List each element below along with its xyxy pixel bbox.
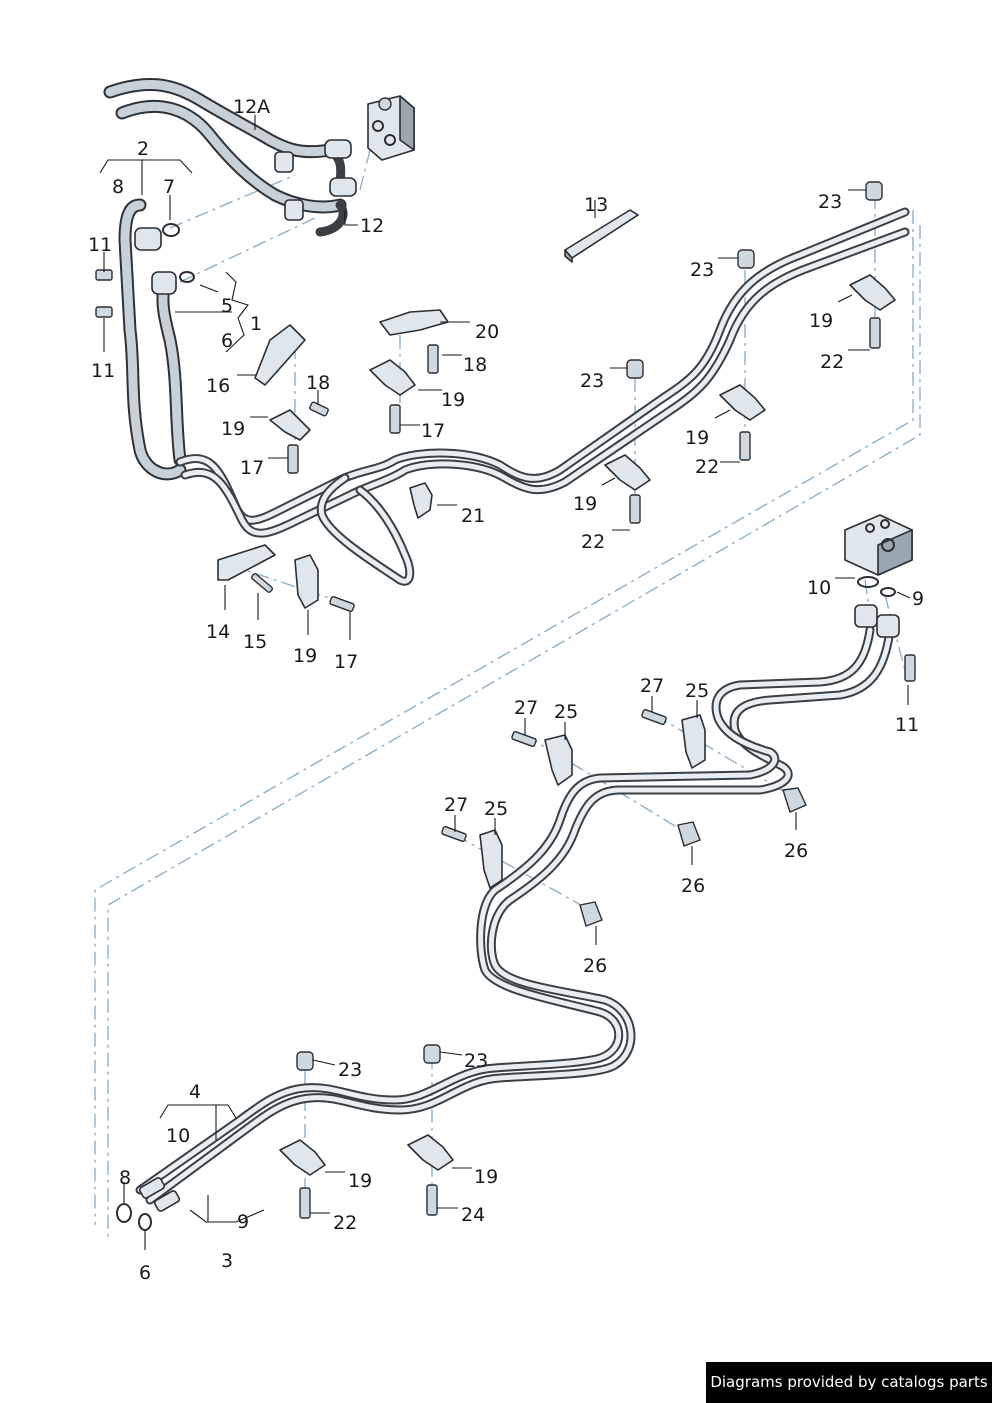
hose-12A	[103, 77, 348, 237]
callout-19-a: 19	[221, 418, 245, 440]
callout-19-g: 19	[348, 1170, 372, 1192]
callout-23-d: 23	[338, 1059, 362, 1081]
callout-17-a: 17	[240, 457, 264, 479]
callout-16: 16	[206, 375, 230, 397]
callout-19-h: 19	[474, 1166, 498, 1188]
callout-4: 4	[189, 1081, 201, 1103]
callout-19-b: 19	[441, 389, 465, 411]
callout-6-top: 6	[221, 330, 233, 352]
callout-8-bottom: 8	[119, 1167, 131, 1189]
callout-24: 24	[461, 1204, 485, 1226]
callout-12: 12	[360, 215, 384, 237]
callout-22-b: 22	[695, 456, 719, 478]
callout-12A: 12A	[233, 96, 270, 118]
callout-9-b: 9	[237, 1211, 249, 1233]
callout-18-a: 18	[306, 372, 330, 394]
callout-26-c: 26	[583, 955, 607, 977]
credit-badge: Diagrams provided by catalogs parts	[706, 1362, 992, 1403]
callout-14: 14	[206, 621, 230, 643]
strip-13	[564, 209, 639, 263]
callout-13: 13	[584, 194, 608, 216]
callout-27-b: 27	[640, 675, 664, 697]
callout-27-c: 27	[444, 794, 468, 816]
callout-9-a: 9	[912, 588, 924, 610]
callout-25-b: 25	[685, 680, 709, 702]
callout-2: 2	[137, 138, 149, 160]
callout-6-bottom: 6	[139, 1262, 151, 1284]
callout-26-a: 26	[784, 840, 808, 862]
callout-19-e: 19	[685, 427, 709, 449]
callout-8-top: 8	[112, 176, 124, 198]
callout-22-a: 22	[820, 351, 844, 373]
leader-lines	[99, 115, 911, 1250]
callout-10-a: 10	[807, 577, 831, 599]
callout-7: 7	[163, 176, 175, 198]
callout-19-c: 19	[293, 645, 317, 667]
callout-22-c: 22	[581, 531, 605, 553]
clips	[217, 274, 896, 1176]
credit-text: Diagrams provided by catalogs parts	[710, 1373, 988, 1391]
callout-25-c: 25	[484, 798, 508, 820]
callout-11-a: 11	[88, 234, 112, 256]
expansion-valve-lower	[844, 514, 913, 597]
callout-23-e: 23	[464, 1050, 488, 1072]
callout-18-b: 18	[463, 354, 487, 376]
callout-19-f: 19	[573, 493, 597, 515]
fasteners	[95, 181, 916, 1231]
callout-5: 5	[221, 295, 233, 317]
callout-23-c: 23	[580, 370, 604, 392]
callout-22-d: 22	[333, 1212, 357, 1234]
callout-20: 20	[475, 321, 499, 343]
hose-assembly-left	[118, 198, 187, 481]
callout-15: 15	[243, 631, 267, 653]
callout-26-b: 26	[681, 875, 705, 897]
callout-10-b: 10	[166, 1125, 190, 1147]
callout-23-b: 23	[690, 259, 714, 281]
callout-23-a: 23	[818, 191, 842, 213]
callout-1: 1	[250, 313, 262, 335]
callout-21: 21	[461, 505, 485, 527]
expansion-valve-top	[274, 95, 415, 221]
callout-labels: 12A 2 8 7 11 11 5 6 1 12 13 20 16 18 18 …	[88, 96, 924, 1284]
callout-27-a: 27	[514, 697, 538, 719]
callout-19-d: 19	[809, 310, 833, 332]
lines-upper	[175, 207, 910, 586]
callout-3: 3	[221, 1250, 233, 1272]
callout-11-c: 11	[895, 714, 919, 736]
lines-lower	[135, 604, 900, 1212]
callout-17-c: 17	[334, 651, 358, 673]
callout-25-a: 25	[554, 701, 578, 723]
callout-17-b: 17	[421, 420, 445, 442]
callout-11-b: 11	[91, 360, 115, 382]
